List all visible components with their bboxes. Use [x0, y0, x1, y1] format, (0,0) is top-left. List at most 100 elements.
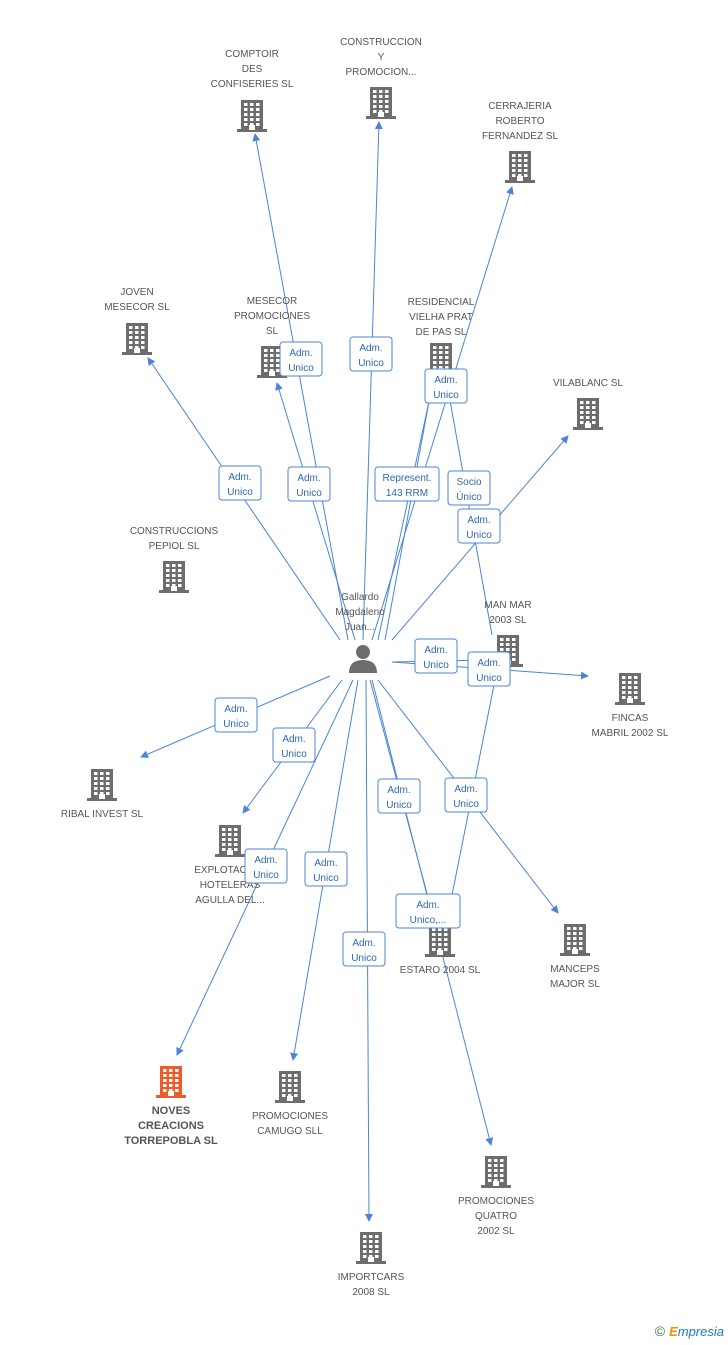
company-name-line: FINCAS [612, 713, 649, 724]
role-badge[interactable]: Adm.Unico [457, 508, 501, 544]
company-name-line: EXPLOTACIO... [194, 865, 266, 876]
company-node-estaro_2004[interactable]: ESTARO 2004 SL [400, 925, 481, 976]
company-name-line: PROMOCION... [345, 67, 416, 78]
copyright-symbol: © [654, 1323, 666, 1339]
company-name-line: VIELHA PRAT [409, 312, 473, 323]
company-name-line: AGULLA DEL... [195, 895, 264, 906]
role-badge[interactable]: Adm. Unico [424, 368, 468, 404]
company-name-line: MAJOR SL [550, 979, 600, 990]
building-icon [122, 323, 152, 355]
building-icon [257, 346, 287, 378]
role-badge-label: Unico [358, 358, 384, 369]
company-node-fincas_mabril[interactable]: FINCAS MABRIL 2002 SL [592, 673, 669, 739]
role-badge[interactable]: Adm. Unico,... [395, 893, 461, 929]
company-name-line: MANCEPS [550, 964, 600, 975]
role-badge[interactable]: Adm. Unico [287, 466, 331, 502]
role-badge-label: Adm. [297, 473, 320, 484]
company-name-line: 2008 SL [352, 1287, 390, 1298]
role-badge[interactable]: Adm. Unico [377, 778, 421, 814]
role-badge[interactable]: Adm. Unico [304, 851, 348, 887]
company-name-line: TORREPOBLA SL [124, 1135, 218, 1147]
company-node-vilablanc[interactable]: VILABLANC SL [553, 378, 623, 430]
role-badge-label: Unico [386, 800, 412, 811]
role-badge[interactable]: Adm.Unico [214, 697, 258, 733]
role-badge[interactable]: Adm. Unico [414, 638, 458, 674]
edge-line-residencial_vielha [443, 377, 493, 636]
company-name-line: PEPIOL SL [149, 541, 200, 552]
role-badge-label: Unico,... [410, 915, 447, 926]
company-name-line: 2003 SL [489, 615, 527, 626]
role-badge-label: Adm. [387, 785, 410, 796]
company-name-line: CERRAJERIA [488, 101, 552, 112]
role-badge-label: Adm. [434, 375, 457, 386]
role-badge-label: Unico [223, 719, 249, 730]
company-node-construccions_pepiol[interactable]: CONSTRUCCIONS PEPIOL SL [130, 526, 219, 593]
company-name-line: MAN MAR [484, 600, 531, 611]
company-name-line: SL [266, 326, 279, 337]
brand-logo[interactable]: Empresia [669, 1323, 724, 1339]
company-node-cerrajeria[interactable]: CERRAJERIA ROBERTO FERNANDEZ SL [482, 101, 559, 183]
edge-line-residencial_vielha [377, 377, 437, 641]
company-name-line: CONSTRUCCION [340, 37, 422, 48]
footer-brand: © Empresia [655, 1323, 724, 1339]
role-badge[interactable]: Adm. Unico [349, 336, 393, 372]
edge-connector-line [384, 379, 434, 641]
company-name-line: DE PAS SL [416, 327, 467, 338]
company-name-line: MESECOR SL [104, 302, 170, 313]
role-badge[interactable]: Adm.Unico [218, 465, 262, 501]
role-badge[interactable]: Adm.Unico [467, 651, 511, 687]
company-node-ribal_invest[interactable]: RIBAL INVEST SL [61, 769, 144, 820]
building-icon [366, 87, 396, 119]
role-badge[interactable]: Adm.Unico [272, 727, 316, 763]
company-node-residencial_vielha[interactable]: RESIDENCIAL VIELHA PRAT DE PAS SL [408, 297, 475, 375]
role-badge-label: Adm. [467, 515, 490, 526]
role-badge-label: Unico [296, 488, 322, 499]
building-icon [481, 1156, 511, 1188]
role-badge[interactable]: Adm.Unico [244, 848, 288, 884]
building-icon [159, 561, 189, 593]
center-node[interactable]: GallardoMagdalenoJuan... [335, 592, 385, 673]
company-name-line: FERNANDEZ SL [482, 131, 559, 142]
role-badge-label: Adm. [314, 858, 337, 869]
building-icon [87, 769, 117, 801]
company-name-line: PROMOCIONES [234, 311, 310, 322]
company-name-line: RIBAL INVEST SL [61, 809, 144, 820]
role-badge-label: Adm. [359, 343, 382, 354]
role-badge[interactable]: Adm.Unico [444, 777, 488, 813]
company-name-line: CAMUGO SLL [257, 1126, 323, 1137]
company-name-line: RESIDENCIAL [408, 297, 475, 308]
role-badge-label: Unico [423, 660, 449, 671]
company-name-line: ROBERTO [495, 116, 544, 127]
role-badge-label: Único [456, 490, 482, 503]
edge-line-cerrajeria [371, 186, 514, 641]
company-node-manceps_major[interactable]: MANCEPS MAJOR SL [550, 924, 600, 990]
person-name-line: Gallardo [341, 592, 379, 603]
role-badge-label: Adm. [289, 348, 312, 359]
company-name-line: CONSTRUCCIONS [130, 526, 219, 537]
building-icon [237, 100, 267, 132]
edge-line-mesecor_promociones [275, 382, 356, 641]
role-badge[interactable]: Adm.Unico [342, 931, 386, 967]
role-badge-label: Unico [313, 873, 339, 884]
role-badge-label: Unico [433, 390, 459, 401]
building-icon [156, 1066, 186, 1098]
company-name-line: 2002 SL [477, 1226, 515, 1237]
role-badge-label: Unico [351, 953, 377, 964]
role-badge-label: Unico [476, 673, 502, 684]
role-badge[interactable]: Adm.Unico [279, 341, 323, 377]
role-badge-label: Adm. [416, 900, 439, 911]
role-badge[interactable]: Represent.143 RRM [374, 466, 440, 502]
role-badge-label: Adm. [424, 645, 447, 656]
company-name-line: MABRIL 2002 SL [592, 728, 669, 739]
company-node-construccion_y_promocion[interactable]: CONSTRUCCIONYPROMOCION... [340, 37, 422, 119]
